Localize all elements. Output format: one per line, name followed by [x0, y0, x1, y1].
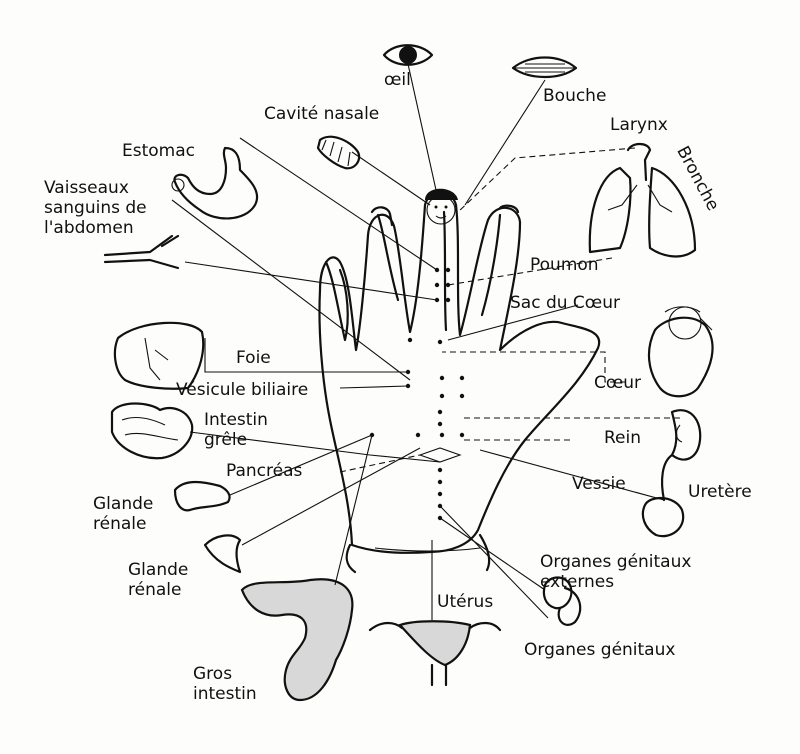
label-coeur: Cœur	[594, 373, 642, 393]
adrenal-gland-1-icon	[173, 480, 231, 512]
label-vesicule: Vésicule biliaire	[176, 380, 309, 400]
heart-icon	[647, 306, 714, 398]
label-oeil: œil	[384, 70, 411, 90]
small-intestine-icon	[110, 402, 194, 460]
label-vaisseaux: Vaisseaux sanguins de l'abdomen	[44, 178, 147, 238]
label-glande-renale-1: Glande rénale	[93, 494, 154, 534]
liver-icon	[113, 321, 205, 390]
label-vessie: Vessie	[572, 474, 626, 494]
abdominal-vessels-icon	[103, 234, 180, 270]
mouth-icon	[511, 56, 578, 78]
label-uretere: Uretère	[688, 482, 752, 502]
external-genitals-icon	[542, 576, 582, 626]
leader-lines	[171, 63, 680, 620]
label-poumon: Poumon	[530, 255, 599, 275]
kidney-icon	[670, 409, 702, 461]
adrenal-gland-2-icon	[203, 534, 242, 574]
hand-outline	[318, 191, 601, 574]
label-organes-externes: Organes génitaux externes	[540, 552, 692, 592]
label-glande-renale-2: Glande rénale	[128, 560, 189, 600]
stomach-icon	[171, 146, 259, 220]
label-gros-intestin: Gros intestin	[193, 664, 257, 704]
label-sac-du-coeur: Sac du Cœur	[510, 293, 620, 313]
face-icon	[425, 188, 458, 225]
label-cavite-nasale: Cavité nasale	[264, 104, 380, 124]
eye-icon	[382, 44, 434, 66]
label-bouche: Bouche	[543, 86, 607, 106]
label-larynx: Larynx	[610, 115, 668, 135]
label-rein: Rein	[604, 428, 642, 448]
nasal-cavity-icon	[316, 135, 361, 170]
label-intestin-grele: Intestin grêle	[204, 410, 268, 450]
label-uterus: Utérus	[437, 592, 494, 612]
lungs-icon	[588, 142, 697, 258]
label-foie: Foie	[236, 348, 271, 368]
reflex-points	[369, 267, 465, 521]
bladder-icon	[641, 453, 685, 538]
label-estomac: Estomac	[122, 141, 195, 161]
label-organes-genitaux: Organes génitaux	[524, 640, 676, 660]
uterus-icon	[368, 620, 502, 687]
label-pancreas: Pancréas	[226, 461, 303, 481]
large-intestine-icon	[240, 578, 354, 702]
